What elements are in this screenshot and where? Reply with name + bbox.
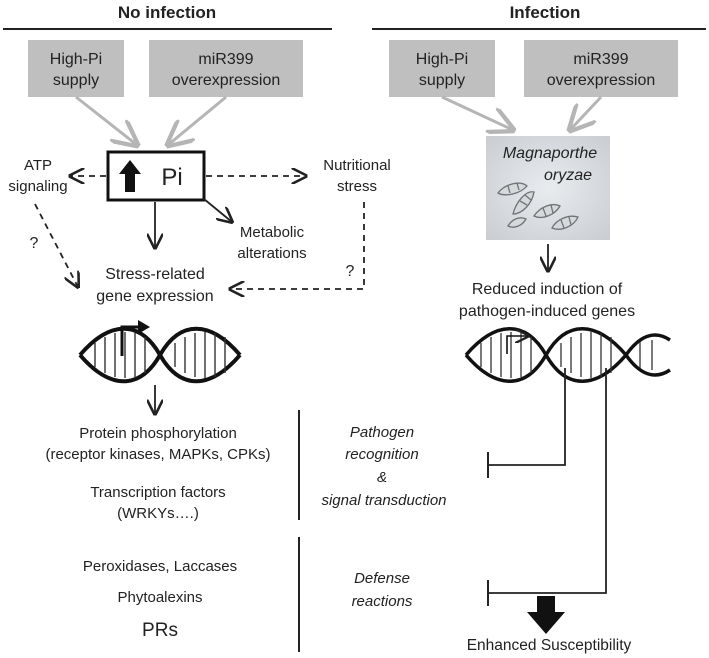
left-mir399-line1: miR399 <box>198 51 253 68</box>
magnaporthe-micrograph: Magnaporthe oryzae <box>486 136 610 240</box>
right-mir399-line2: overexpression <box>547 72 656 89</box>
prs: PRs <box>142 620 178 641</box>
atp-line2: signaling <box>8 178 67 195</box>
enhanced-susceptibility: Enhanced Susceptibility <box>467 637 632 654</box>
protein-line1: Protein phosphorylation <box>79 425 237 442</box>
nutritional-line2: stress <box>337 178 377 195</box>
tf-line2: (WRKYs….) <box>117 505 199 522</box>
metabolic-line1: Metabolic <box>240 224 305 241</box>
right-heading: Infection <box>510 3 581 22</box>
reduced-line2: pathogen-induced genes <box>459 303 635 320</box>
atp-to-stress-arrow <box>34 203 78 287</box>
right-high-pi-line1: High-Pi <box>416 51 468 68</box>
inhibition-line-defense <box>488 368 607 594</box>
left-gray-arrow-1 <box>75 95 137 145</box>
left-dna-helix-icon <box>78 320 242 384</box>
right-gray-arrow-1 <box>441 95 513 130</box>
atp-line1: ATP <box>24 157 52 174</box>
pi-box <box>106 150 206 202</box>
defense-line1: Defense <box>354 570 410 587</box>
right-high-pi-line2: supply <box>419 72 465 89</box>
protein-line2: (receptor kinases, MAPKs, CPKs) <box>45 446 270 463</box>
stress-line1: Stress-related <box>105 266 205 283</box>
magnaporthe-line1: Magnaporthe <box>503 145 597 162</box>
left-gray-arrow-2 <box>168 95 227 145</box>
up-arrow-icon <box>119 160 141 192</box>
peroxidases: Peroxidases, Laccases <box>83 558 237 575</box>
stress-line2: gene expression <box>96 288 213 305</box>
big-down-arrow-icon <box>527 596 565 634</box>
nutritional-to-stress-arrow <box>230 202 365 289</box>
left-high-pi-box <box>28 40 124 97</box>
right-dna-helix-icon <box>464 327 671 383</box>
right-gray-arrow-2 <box>570 95 603 130</box>
left-mir399-box <box>149 40 303 97</box>
metabolic-line2: alterations <box>237 245 306 262</box>
left-high-pi-line1: High-Pi <box>50 51 102 68</box>
tf-line1: Transcription factors <box>90 484 225 501</box>
pathogen-line4: signal transduction <box>321 492 446 509</box>
nutritional-line1: Nutritional <box>323 157 391 174</box>
left-mir399-line2: overexpression <box>172 72 281 89</box>
pathogen-line3: & <box>377 469 387 486</box>
question-left: ? <box>30 235 39 252</box>
question-right: ? <box>346 263 355 280</box>
pathogen-line1: Pathogen <box>350 424 414 441</box>
left-heading: No infection <box>118 3 216 22</box>
defense-line2: reactions <box>352 593 413 610</box>
pathogen-line2: recognition <box>345 446 418 463</box>
phytoalexins: Phytoalexins <box>117 589 202 606</box>
magnaporthe-line2: oryzae <box>544 167 592 184</box>
inhibition-line-recognition <box>488 368 566 466</box>
right-mir399-line1: miR399 <box>573 51 628 68</box>
right-high-pi-box <box>389 40 495 97</box>
pi-label: Pi <box>161 164 182 191</box>
left-high-pi-line2: supply <box>53 72 99 89</box>
right-mir399-box <box>524 40 678 97</box>
reduced-line1: Reduced induction of <box>472 281 623 298</box>
pi-to-metabolic-arrow <box>203 198 232 222</box>
